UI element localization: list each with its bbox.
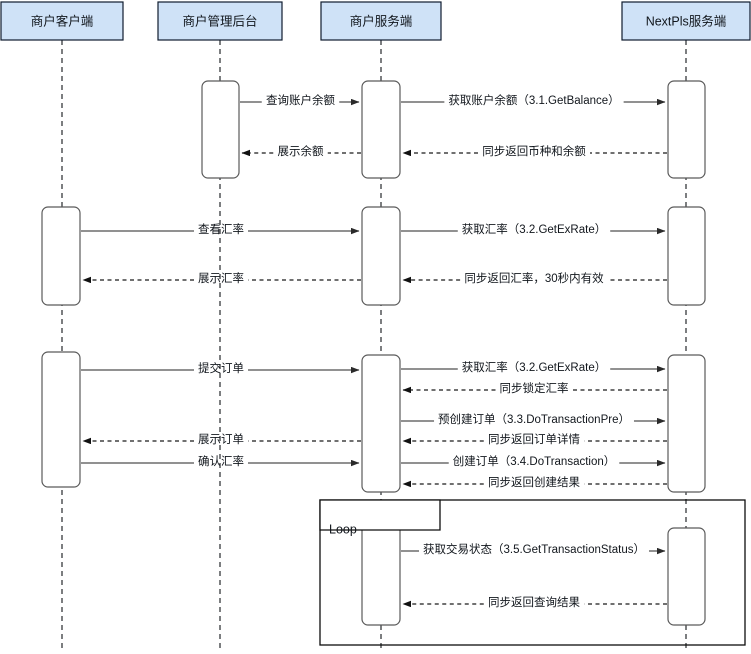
actor-client[interactable]: 商户客户端 bbox=[0, 1, 124, 41]
message-m14[interactable]: 同步返回订单详情 bbox=[402, 432, 667, 446]
message-label: 获取账户余额（3.1.GetBalance） bbox=[448, 93, 619, 107]
message-m13[interactable]: 展示订单 bbox=[82, 433, 361, 446]
activation-bar-client bbox=[41, 206, 81, 306]
message-m1[interactable]: 查询账户余额 bbox=[240, 93, 360, 107]
message-m6[interactable]: 获取汇率（3.2.GetExRate） bbox=[401, 222, 666, 236]
activation-bar-admin bbox=[201, 80, 240, 179]
message-label: 同步返回查询结果 bbox=[488, 595, 580, 609]
message-m11[interactable]: 同步锁定汇率 bbox=[402, 381, 667, 395]
message-m12[interactable]: 预创建订单（3.3.DoTransactionPre） bbox=[401, 412, 666, 426]
message-m15[interactable]: 确认汇率 bbox=[81, 454, 360, 468]
activation-bar-server bbox=[361, 80, 401, 179]
message-m19[interactable]: 同步返回查询结果 bbox=[402, 595, 667, 609]
activation-bar-server bbox=[361, 354, 401, 493]
message-label: 获取汇率（3.2.GetExRate） bbox=[462, 360, 606, 374]
message-m17[interactable]: 同步返回创建结果 bbox=[402, 475, 667, 489]
message-label: 展示订单 bbox=[198, 433, 244, 446]
message-label: 查询账户余额 bbox=[266, 93, 335, 107]
message-label: 同步返回订单详情 bbox=[488, 432, 580, 446]
actor-admin[interactable]: 商户管理后台 bbox=[157, 1, 283, 41]
messages-layer: 查询账户余额 获取账户余额（3.1.GetBalance） 展示余额 同步返回币种和余… bbox=[81, 93, 667, 609]
message-label: 展示汇率 bbox=[198, 271, 244, 285]
actor-box bbox=[157, 1, 283, 41]
actor-label: NextPls服务端 bbox=[646, 13, 727, 28]
message-label: 同步返回汇率，30秒内有效 bbox=[464, 271, 604, 285]
message-m2[interactable]: 获取账户余额（3.1.GetBalance） bbox=[401, 93, 666, 107]
actor-nextpls[interactable]: NextPls服务端 bbox=[621, 1, 751, 41]
message-label: 预创建订单（3.3.DoTransactionPre） bbox=[438, 412, 630, 426]
actor-server[interactable]: 商户服务端 bbox=[320, 1, 442, 41]
fragment-label: Loop bbox=[329, 522, 357, 536]
message-m18[interactable]: 获取交易状态（3.5.GetTransactionStatus） bbox=[401, 542, 666, 556]
activation-bar-server bbox=[361, 206, 401, 306]
actor-label: 商户管理后台 bbox=[182, 13, 257, 28]
activation-bar-client bbox=[41, 351, 81, 488]
message-label: 展示余额 bbox=[278, 144, 324, 158]
actor-label: 商户服务端 bbox=[350, 13, 413, 28]
message-label: 同步返回创建结果 bbox=[488, 475, 580, 489]
message-m10[interactable]: 获取汇率（3.2.GetExRate） bbox=[401, 360, 666, 374]
message-label: 获取交易状态（3.5.GetTransactionStatus） bbox=[423, 542, 645, 556]
message-label: 同步锁定汇率 bbox=[500, 381, 569, 395]
actor-box bbox=[621, 1, 751, 41]
activation-bar-nextpls bbox=[667, 527, 706, 626]
message-m8[interactable]: 同步返回汇率，30秒内有效 bbox=[402, 271, 667, 285]
message-label: 查看汇率 bbox=[198, 222, 244, 236]
activation-bar-nextpls bbox=[667, 206, 706, 306]
activation-bar-nextpls bbox=[667, 354, 706, 493]
message-m4[interactable]: 同步返回币种和余额 bbox=[402, 144, 667, 158]
frames-layer: Loop bbox=[319, 499, 746, 646]
message-m9[interactable]: 提交订单 bbox=[81, 361, 360, 375]
actor-label: 商户客户端 bbox=[31, 13, 94, 28]
actor-box bbox=[320, 1, 442, 41]
actors-layer: 商户客户端 商户管理后台 商户服务端 NextPls服务端 bbox=[0, 1, 751, 41]
message-label: 提交订单 bbox=[198, 361, 244, 375]
actor-box bbox=[0, 1, 124, 41]
message-label: 同步返回币种和余额 bbox=[482, 144, 586, 158]
combined-fragment-loop: Loop bbox=[319, 499, 746, 646]
message-m16[interactable]: 创建订单（3.4.DoTransaction） bbox=[401, 454, 666, 468]
activation-bar-nextpls bbox=[667, 80, 706, 179]
message-label: 确认汇率 bbox=[198, 454, 244, 468]
activation-bar-server bbox=[361, 521, 401, 626]
message-m7[interactable]: 展示汇率 bbox=[82, 271, 361, 285]
message-label: 创建订单（3.4.DoTransaction） bbox=[453, 454, 616, 468]
message-label: 获取汇率（3.2.GetExRate） bbox=[462, 222, 606, 236]
message-m3[interactable]: 展示余额 bbox=[241, 144, 361, 158]
message-m5[interactable]: 查看汇率 bbox=[81, 222, 360, 236]
activations-layer bbox=[41, 80, 706, 626]
